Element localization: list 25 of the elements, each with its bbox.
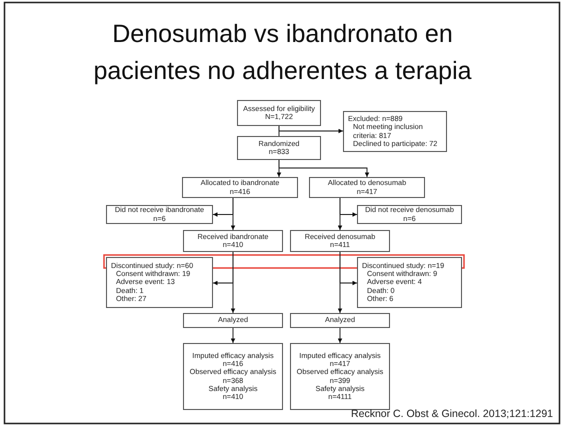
process-box xyxy=(237,136,321,160)
process-box xyxy=(290,313,390,328)
arrow xyxy=(230,198,236,230)
slide-title: Denosumab vs ibandronato en pacientes no adherentes a terapia xyxy=(92,19,473,87)
process-box xyxy=(290,230,390,252)
arrow xyxy=(230,328,236,344)
arrow xyxy=(338,198,342,230)
process-box xyxy=(343,111,447,152)
process-box xyxy=(183,313,283,328)
arrow xyxy=(338,328,342,344)
process-box xyxy=(183,230,283,252)
process-box xyxy=(183,343,283,410)
process-box xyxy=(182,177,298,198)
process-box xyxy=(237,100,321,126)
process-box xyxy=(106,257,213,308)
arrow xyxy=(338,252,342,314)
process-box xyxy=(357,205,462,224)
arrow xyxy=(230,252,236,314)
process-box xyxy=(290,343,390,410)
process-box xyxy=(106,205,213,224)
process-box xyxy=(309,177,425,198)
arrow xyxy=(278,126,344,134)
arrow xyxy=(278,160,370,178)
citation-note: Recknor C. Obst & Ginecol. 2013;121:1291 xyxy=(351,408,553,420)
process-box xyxy=(357,257,462,308)
